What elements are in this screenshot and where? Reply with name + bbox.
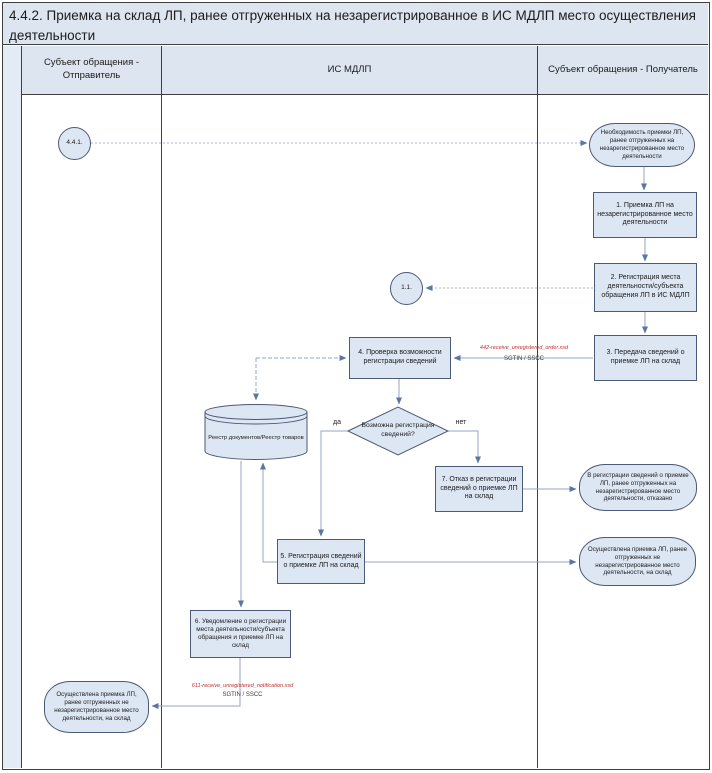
xsd-442-label: 442-receive_unregistered_order.xsd <box>479 345 569 351</box>
lane-header-system: ИС МДЛП <box>162 46 538 95</box>
event-refused: В регистрации сведений о приемке ЛП, ран… <box>579 464 697 511</box>
event-received-sender: Осуществлена приемка ЛП, ранее отгруженн… <box>44 681 149 733</box>
lane-system <box>162 95 538 768</box>
step-1-box: 1. Приемка ЛП на незарегистрированное ме… <box>593 192 697 238</box>
edge-decision-yes-to-step5 <box>318 430 348 537</box>
process-ref-1-1: 1.1. <box>390 272 423 305</box>
edge-step6-to-sender-end <box>151 658 241 709</box>
diagram-title: 4.4.2. Приемка на склад ЛП, ранее отгруж… <box>3 3 708 45</box>
edge-label-611: 611-receive_unregistered_notification.xs… <box>177 683 308 698</box>
step-6-box: 6. Уведомление о регистрации места деяте… <box>190 610 291 658</box>
step-4-box: 4. Проверка возможности регистрации свед… <box>349 337 451 379</box>
decision-label: Возможна регистрация сведений? <box>361 422 435 438</box>
edge-step5-to-registry <box>260 462 277 563</box>
lane-sender <box>22 95 162 768</box>
decision-yes-label: да <box>333 418 341 426</box>
step-2-box: 2. Регистрация места деятельности/субъек… <box>594 263 697 312</box>
decision-no-label: нет <box>455 418 467 426</box>
edge-decision-no-to-step7 <box>448 430 481 464</box>
edge-label-442: 442-receive_unregistered_order.xsd SGTIN… <box>464 345 584 362</box>
sgtin-442-label: SGTIN / SSCC <box>503 356 544 362</box>
xsd-611-label: 611-receive_unregistered_notification.xs… <box>191 683 294 689</box>
event-received-receiver: Осуществлена приемка ЛП, ранее отгруженн… <box>579 537 696 586</box>
sgtin-611-label: SGTIN / SSCC <box>222 692 263 698</box>
start-ref-4-4-1: 4.4.1. <box>58 127 91 160</box>
step-7-box: 7. Отказ в регистрации сведений о приемк… <box>435 466 523 512</box>
registry-cylinder <box>204 404 308 461</box>
registry-label: Реестр документов/Реестр товаров <box>208 435 304 442</box>
step-3-box: 3. Передача сведений о приемке ЛП на скл… <box>594 335 697 381</box>
event-need-accept: Необходимость приемки ЛП, ранее отгружен… <box>589 123 695 167</box>
decision-diamond <box>346 406 450 456</box>
step-5-box: 5. Регистрация сведений о приемке ЛП на … <box>277 539 365 584</box>
lane-header-sender: Субъект обращения - Отправитель <box>22 46 162 95</box>
pool-strip <box>3 46 22 768</box>
lane-header-receiver: Субъект обращения - Получатель <box>538 46 708 95</box>
